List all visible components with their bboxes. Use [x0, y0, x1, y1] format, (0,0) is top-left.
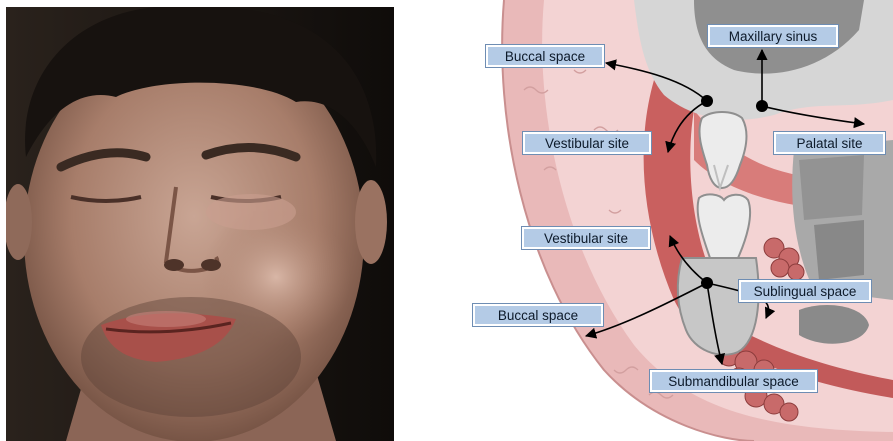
- label-submandibular-space: Submandibular space: [650, 370, 817, 392]
- label-maxillary-sinus: Maxillary sinus: [708, 25, 838, 47]
- anatomy-diagram: Maxillary sinus Buccal space Vestibular …: [394, 0, 893, 441]
- label-buccal-space-upper: Buccal space: [486, 45, 604, 67]
- clinical-photo: [6, 7, 394, 441]
- label-vestibular-site-lower: Vestibular site: [522, 227, 650, 249]
- patient-face-illustration: [6, 7, 394, 441]
- label-palatal-site: Palatal site: [774, 132, 885, 154]
- label-sublingual-space: Sublingual space: [739, 280, 871, 302]
- label-vestibular-site-upper: Vestibular site: [523, 132, 651, 154]
- label-buccal-space-lower: Buccal space: [473, 304, 603, 326]
- oral-cross-section-illustration: [394, 0, 893, 441]
